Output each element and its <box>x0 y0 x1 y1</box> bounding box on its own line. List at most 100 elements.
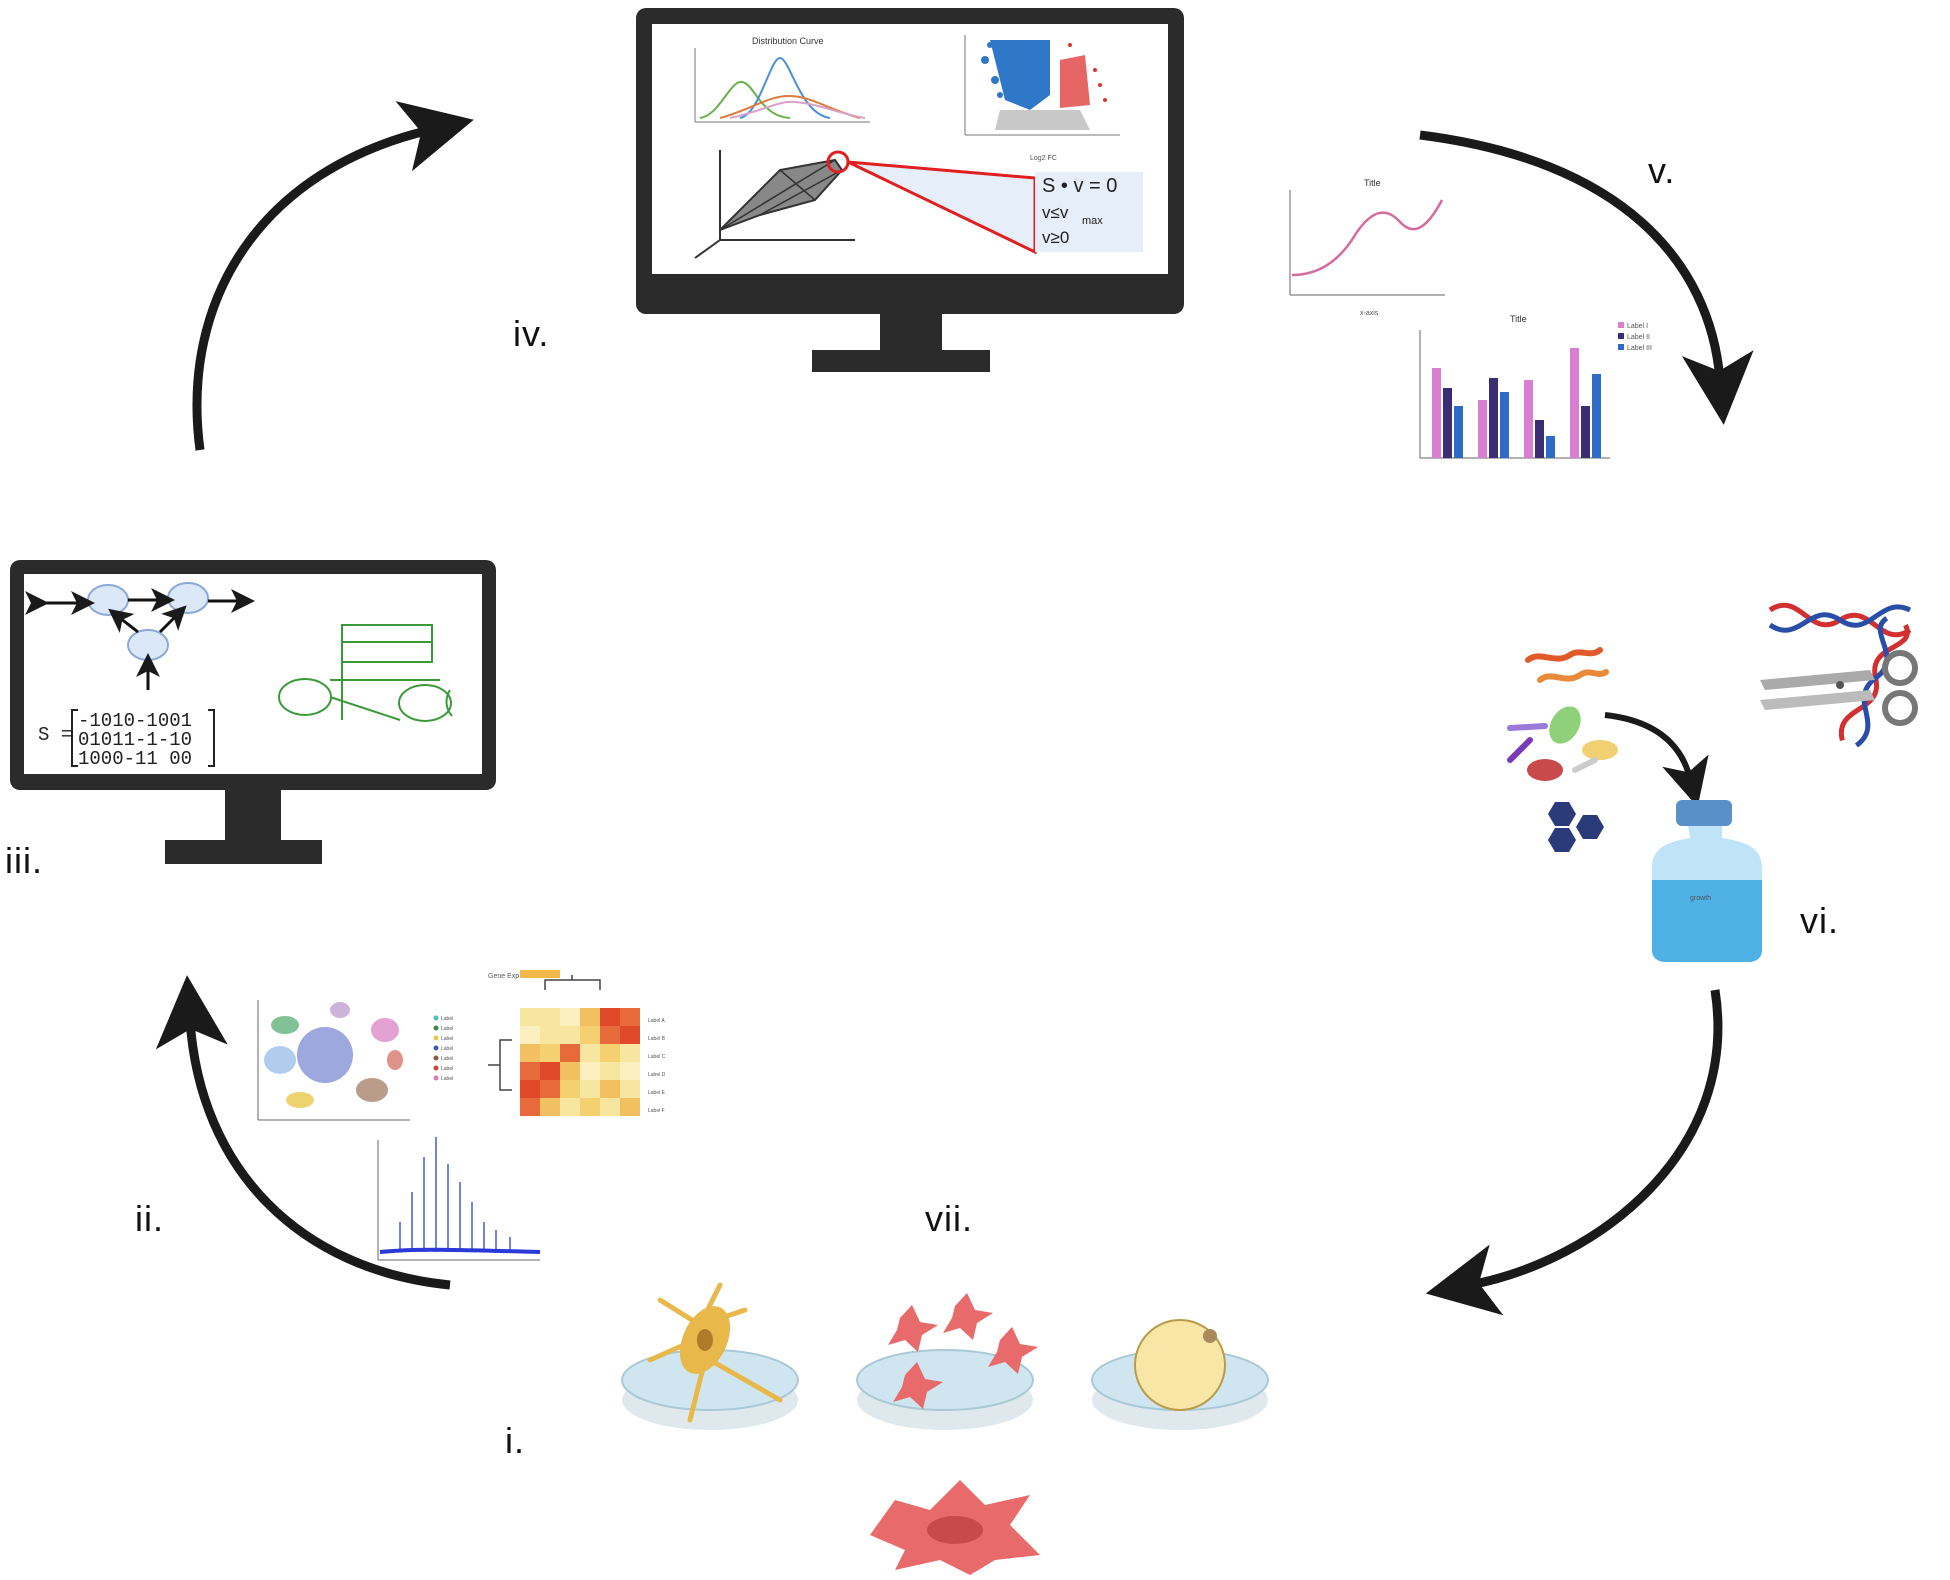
monitor-iii: S = -1010-1001 01011-1-10 1000-11 00 <box>10 560 496 864</box>
scatter-legend-5: Label <box>441 1056 453 1062</box>
bar <box>1432 368 1441 458</box>
flux-polytope: S • v = 0 v≤v max v≥0 <box>694 150 1143 259</box>
constraint-nonnegative: v≥0 <box>1042 228 1069 247</box>
bar <box>1489 378 1498 458</box>
heatmap-cell <box>540 1044 560 1062</box>
arrow-iii-to-iv <box>192 101 474 451</box>
distribution-plot-title: Distribution Curve <box>752 36 824 46</box>
heatmap-cell <box>540 1080 560 1098</box>
heatmap-cell <box>540 1008 560 1026</box>
heatmap-cell <box>620 1026 640 1044</box>
heatmap-cells <box>520 1008 640 1116</box>
bar <box>1478 400 1487 458</box>
bar-legend-2: Label II <box>1627 334 1650 341</box>
heatmap-cell <box>600 1098 620 1116</box>
heatmap-cell <box>580 1044 600 1062</box>
heatmap-row-label-4: Label D <box>648 1072 666 1078</box>
heatmap-cell <box>540 1062 560 1080</box>
label-step-v: v. <box>1648 150 1676 191</box>
scatter-legend-4: Label <box>441 1046 453 1052</box>
heatmap: Gene Exp Label A Label B Label C Label D… <box>488 970 666 1116</box>
matrix-row-2: 01011-1-10 <box>78 729 192 751</box>
heatmap-cell <box>580 1098 600 1116</box>
heatmap-cell <box>600 1008 620 1026</box>
scatter-legend-2: Label <box>441 1026 453 1032</box>
dna-scissors <box>1760 602 1918 748</box>
heatmap-cell <box>560 1062 580 1080</box>
heatmap-cell <box>560 1026 580 1044</box>
heatmap-row-label-2: Label B <box>648 1036 666 1042</box>
heatmap-cell <box>560 1008 580 1026</box>
scatter-legend-1: Label <box>441 1016 453 1022</box>
heatmap-cell <box>620 1008 640 1026</box>
charts-v: Title x-axis Title Label I Label II Labe… <box>1289 178 1652 459</box>
heatmap-cell <box>600 1044 620 1062</box>
dish-fibroblasts <box>856 1293 1038 1430</box>
heatmap-cell <box>520 1044 540 1062</box>
constraint-max-subscript: max <box>1082 215 1103 227</box>
stoichiometric-matrix: S = -1010-1001 01011-1-10 1000-11 00 <box>38 709 215 770</box>
metabolic-network <box>25 582 255 690</box>
omics-data-ii: Label Label Label Label Label Label Labe… <box>257 970 666 1261</box>
bar-legend-3: Label III <box>1627 345 1652 352</box>
monitor-iv: Distribution Curve Log2 FC <box>636 8 1184 372</box>
bar-chart-title: Title <box>1510 314 1527 324</box>
heatmap-row-label-6: Label F <box>648 1108 665 1114</box>
arrow-ii-to-iii <box>155 975 451 1290</box>
label-step-vii: vii. <box>925 1198 973 1239</box>
bar-legend-1: Label I <box>1627 323 1648 330</box>
label-step-vi: vi. <box>1800 900 1839 941</box>
heatmap-cell <box>580 1080 600 1098</box>
bar <box>1570 348 1579 458</box>
culture-bottle: growth <box>1652 800 1762 962</box>
bar-series <box>1432 348 1601 458</box>
heatmap-cell <box>580 1008 600 1026</box>
bar <box>1524 380 1533 458</box>
heatmap-cell <box>560 1080 580 1098</box>
heatmap-cell <box>620 1098 640 1116</box>
bar <box>1592 374 1601 458</box>
label-step-i: i. <box>505 1420 525 1461</box>
bar <box>1500 392 1509 458</box>
line-chart-title: Title <box>1364 178 1381 188</box>
matrix-row-3: 1000-11 00 <box>78 748 192 770</box>
distribution-curve-plot: Distribution Curve <box>694 36 870 123</box>
heatmap-cell <box>600 1026 620 1044</box>
line-chart-xlabel: x-axis <box>1360 310 1379 317</box>
dish-neuron <box>621 1282 799 1430</box>
heatmap-cell <box>620 1044 640 1062</box>
line-chart: Title x-axis <box>1289 178 1445 317</box>
label-step-iii: iii. <box>5 840 43 881</box>
volcano-plot: Log2 FC <box>964 35 1120 162</box>
heatmap-cell <box>520 1080 540 1098</box>
heatmap-cell <box>600 1080 620 1098</box>
scatter-legend-3: Label <box>441 1036 453 1042</box>
heatmap-row-label-3: Label C <box>648 1054 666 1060</box>
label-step-iv: iv. <box>513 313 550 354</box>
bottle-label: growth <box>1690 895 1711 902</box>
heatmap-cell <box>540 1098 560 1116</box>
arrow-vi-to-vii <box>1425 989 1723 1316</box>
scatter-legend-7: Label <box>441 1076 453 1082</box>
arrow-iv-to-v <box>1419 130 1754 425</box>
bar <box>1443 388 1452 458</box>
heatmap-row-label-5: Label E <box>648 1090 666 1096</box>
bar-chart: Title Label I Label II Label III <box>1419 314 1652 459</box>
heatmap-cell <box>520 1008 540 1026</box>
constraint-upper-bound: v≤v <box>1042 203 1069 222</box>
tsne-scatter: Label Label Label Label Label Label Labe… <box>257 1000 453 1121</box>
bar <box>1546 436 1555 458</box>
heatmap-cell <box>580 1062 600 1080</box>
spectrum-peaks <box>399 1137 511 1252</box>
mass-spectrum <box>377 1137 541 1261</box>
heatmap-cell <box>620 1080 640 1098</box>
heatmap-cell <box>540 1026 560 1044</box>
green-pathway-map <box>278 624 453 722</box>
heatmap-title: Gene Exp <box>488 973 519 980</box>
hexagon-molecules <box>1548 802 1604 852</box>
heatmap-cell <box>560 1098 580 1116</box>
heatmap-cell <box>520 1062 540 1080</box>
cancer-cell <box>870 1480 1040 1575</box>
matrix-prefix: S = <box>38 724 72 746</box>
